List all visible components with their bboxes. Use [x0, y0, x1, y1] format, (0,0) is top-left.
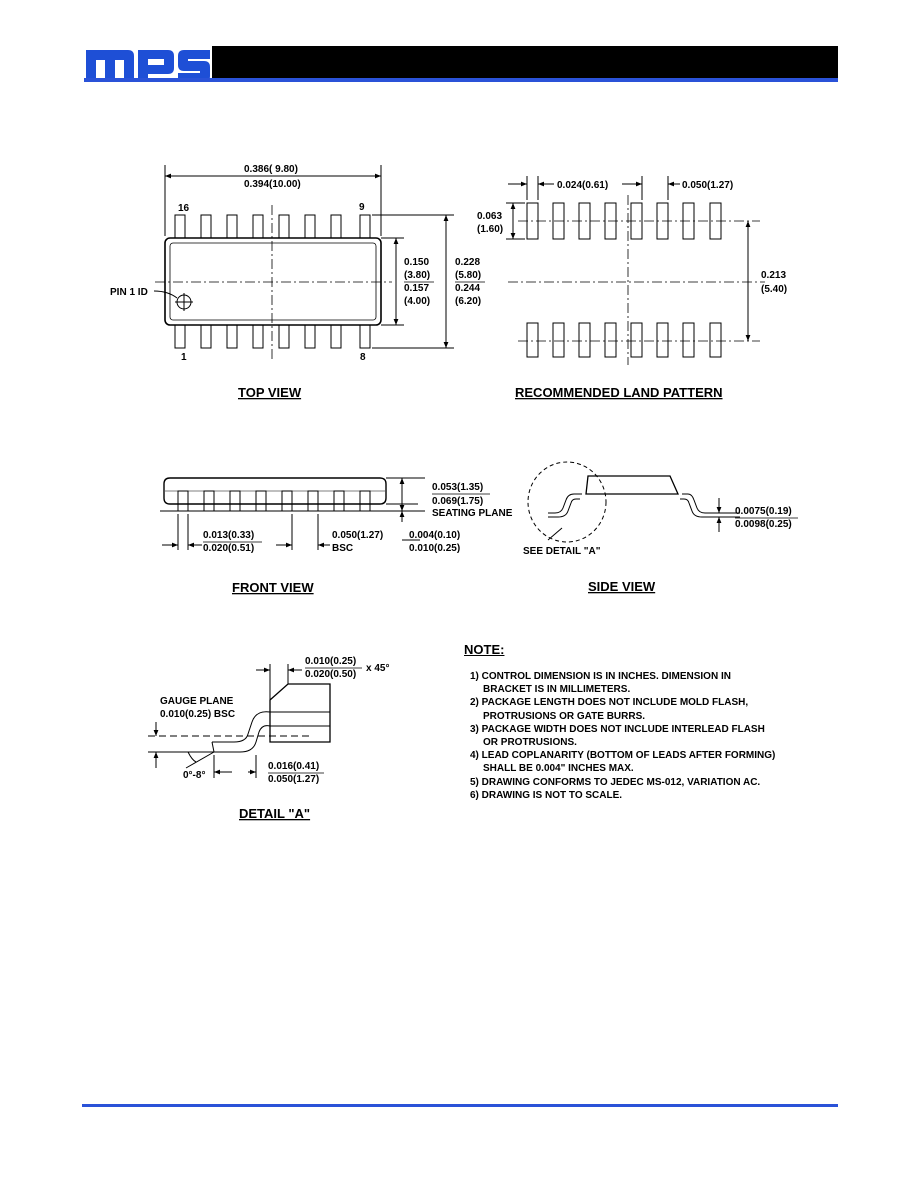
total-width-mm-max: (6.20): [455, 296, 481, 307]
see-detail-label: SEE DETAIL "A": [523, 546, 601, 557]
note-line: SHALL BE 0.004" INCHES MAX.: [483, 763, 634, 775]
gauge-plane-dim: 0.010(0.25) BSC: [160, 709, 235, 720]
detail-a-callout: [527, 461, 607, 543]
chamfer-angle: x 45°: [366, 663, 389, 674]
note-line: 6) DRAWING IS NOT TO SCALE.: [470, 789, 623, 801]
foot-len-min: 0.016(0.41): [268, 761, 319, 772]
pin1-id-label: PIN 1 ID: [110, 287, 148, 298]
detail-a-title: DETAIL "A": [239, 806, 310, 821]
note-line: 3) PACKAGE WIDTH DOES NOT INCLUDE INTERL…: [470, 723, 765, 735]
land-pads-bottom: [526, 322, 722, 358]
front-view: [160, 477, 425, 550]
top-len-max: 0.394(10.00): [244, 179, 301, 190]
front-view-title: FRONT VIEW: [232, 580, 314, 595]
top-view-body: [164, 237, 382, 326]
seating-plane-label: SEATING PLANE: [432, 508, 513, 519]
note-line: PROTRUSIONS OR GATE BURRS.: [483, 710, 646, 722]
pin-16-label: 16: [178, 203, 190, 214]
notes-list: 1) CONTROL DIMENSION IS IN INCHES. DIMEN…: [470, 670, 830, 802]
mps-logo: [86, 50, 210, 82]
body-width-mm-max: (4.00): [404, 296, 430, 307]
side-view: [527, 461, 740, 543]
pin-9-label: 9: [359, 202, 365, 213]
front-leads: [177, 490, 371, 512]
detail-angle: 0°-8°: [183, 770, 205, 781]
side-view-title: SIDE VIEW: [588, 579, 656, 594]
note-line: OR PROTRUSIONS.: [483, 737, 577, 749]
land-pattern-title: RECOMMENDED LAND PATTERN: [515, 385, 723, 400]
chamfer-max: 0.020(0.50): [305, 669, 356, 680]
side-thick-min: 0.0075(0.19): [735, 506, 792, 517]
top-leads: [174, 214, 371, 239]
land-span-in: 0.213: [761, 270, 786, 281]
land-pitch: 0.050(1.27): [682, 180, 733, 191]
note-line: 2) PACKAGE LENGTH DOES NOT INCLUDE MOLD …: [470, 697, 749, 709]
body-width-in-min: 0.150: [404, 257, 429, 268]
pin-8-label: 8: [360, 352, 366, 363]
land-span-mm: (5.40): [761, 284, 787, 295]
total-width-in-min: 0.228: [455, 257, 480, 268]
note-line: 4) LEAD COPLANARITY (BOTTOM OF LEADS AFT…: [470, 750, 776, 762]
footer-rule: [82, 1104, 838, 1107]
land-pad-width: 0.024(0.61): [557, 180, 608, 191]
bottom-leads: [174, 324, 371, 349]
detail-a: [148, 664, 331, 778]
total-width-mm-min: (5.80): [455, 270, 481, 281]
note-line: BRACKET IS IN MILLIMETERS.: [483, 684, 631, 696]
gauge-plane-label: GAUGE PLANE: [160, 696, 234, 707]
pin-1-label: 1: [181, 352, 187, 363]
front-pitch: 0.050(1.27): [332, 530, 383, 541]
front-standoff-min: 0.004(0.10): [409, 530, 460, 541]
land-pad-len-mm: (1.60): [477, 224, 503, 235]
foot-len-max: 0.050(1.27): [268, 774, 319, 785]
header-rule: [84, 78, 838, 82]
front-lead-width-max: 0.020(0.51): [203, 543, 254, 554]
total-width-in-max: 0.244: [455, 283, 480, 294]
front-standoff-max: 0.010(0.25): [409, 543, 460, 554]
front-pitch-bsc: BSC: [332, 543, 353, 554]
front-height-min: 0.053(1.35): [432, 482, 483, 493]
side-thick-max: 0.0098(0.25): [735, 519, 792, 530]
body-width-in-max: 0.157: [404, 283, 429, 294]
top-view: [153, 165, 454, 360]
land-pattern: [506, 176, 765, 365]
note-title: NOTE:: [464, 642, 505, 657]
front-lead-width-min: 0.013(0.33): [203, 530, 254, 541]
chamfer-min: 0.010(0.25): [305, 656, 356, 667]
note-line: 5) DRAWING CONFORMS TO JEDEC MS-012, VAR…: [470, 776, 761, 788]
note-line: 1) CONTROL DIMENSION IS IN INCHES. DIMEN…: [470, 671, 731, 682]
top-len-min: 0.386( 9.80): [244, 164, 298, 175]
front-height-max: 0.069(1.75): [432, 496, 483, 507]
header-bar: [212, 46, 838, 78]
top-view-title: TOP VIEW: [238, 385, 302, 400]
land-pad-len-in: 0.063: [477, 211, 502, 222]
body-width-mm-min: (3.80): [404, 270, 430, 281]
